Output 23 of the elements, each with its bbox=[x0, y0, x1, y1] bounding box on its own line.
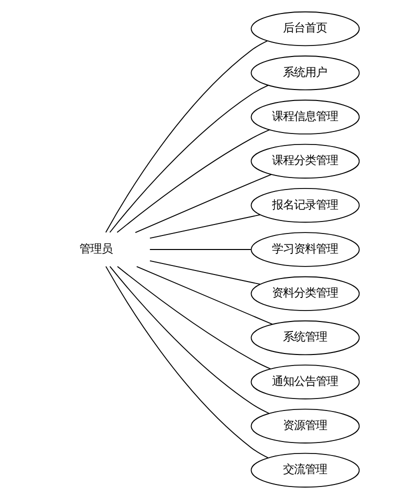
node-ellipse: 交流管理 bbox=[250, 452, 360, 488]
node-ellipse: 课程信息管理 bbox=[250, 100, 360, 134]
node-ellipse: 后台首页 bbox=[250, 11, 360, 46]
connector bbox=[108, 84, 268, 233]
node-ellipse: 课程分类管理 bbox=[250, 144, 360, 179]
node-ellipse: 通知公告管理 bbox=[250, 364, 360, 400]
connector bbox=[148, 260, 260, 285]
connector bbox=[116, 129, 270, 233]
connector bbox=[148, 249, 251, 250]
node-text: 管理员 bbox=[78, 242, 112, 256]
connector bbox=[136, 266, 272, 325]
node-ellipse: 报名记录管理 bbox=[250, 188, 360, 223]
node-ellipse: 系统用户 bbox=[250, 56, 360, 90]
connector bbox=[116, 266, 271, 370]
node-ellipse: 资源管理 bbox=[250, 408, 360, 444]
connector bbox=[104, 40, 268, 233]
node-ellipse: 学习资料管理 bbox=[250, 232, 360, 267]
connector bbox=[148, 214, 260, 239]
connector bbox=[104, 266, 268, 458]
connector bbox=[108, 266, 270, 414]
node-ellipse: 资料分类管理 bbox=[250, 276, 360, 312]
node-ellipse: 系统管理 bbox=[250, 320, 360, 356]
connector bbox=[134, 174, 272, 234]
